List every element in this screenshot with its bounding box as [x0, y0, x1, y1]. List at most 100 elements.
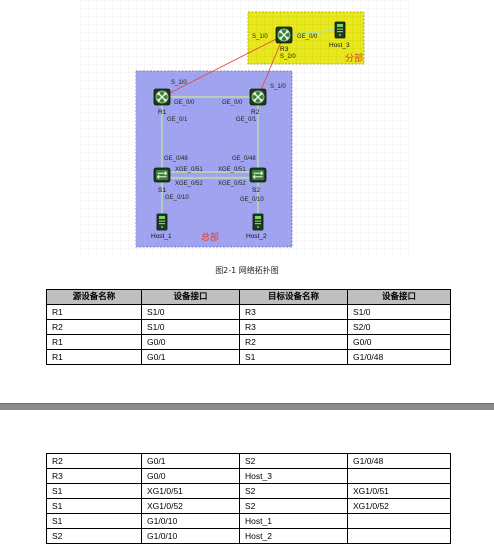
cell-target-device: Host_2: [239, 528, 348, 544]
cell-target-device: S2: [239, 453, 348, 469]
host-icon: [334, 21, 346, 39]
device-label: Host_1: [151, 233, 172, 240]
cell-source-device: R3: [46, 468, 142, 484]
table-row: R2 S1/0 R3 S2/0: [46, 319, 451, 335]
cell-target-interface: S2/0: [347, 319, 451, 335]
cell-source-interface: XG1/0/52: [141, 498, 240, 514]
table-row: R1 G0/1 S1 G1/0/48: [46, 349, 451, 365]
port-label: XGE_0/52: [218, 181, 246, 187]
cell-target-interface: XG1/0/52: [347, 498, 451, 514]
cell-source-interface: G0/1: [141, 453, 240, 469]
port-label: GE_0/0: [174, 100, 195, 106]
cell-target-device: S1: [239, 349, 348, 365]
cell-source-device: R1: [46, 349, 142, 365]
cell-source-interface: G1/0/10: [141, 528, 240, 544]
device-label: R2: [251, 109, 260, 116]
device-r3[interactable]: R3: [275, 26, 293, 53]
region-branch-label: 分部: [345, 52, 363, 64]
table-row: S2 G1/0/10 Host_2: [46, 528, 451, 544]
header-target-interface: 设备接口: [347, 289, 451, 305]
cell-source-device: S1: [46, 513, 142, 529]
table-row: R1 G0/0 R2 G0/0: [46, 334, 451, 350]
host-icon: [252, 213, 264, 231]
cell-target-device: Host_1: [239, 513, 348, 529]
region-hq-label: 总部: [201, 231, 219, 243]
port-label: GE_0/10: [240, 197, 264, 203]
cell-target-interface: G0/0: [347, 334, 451, 350]
cell-target-device: R3: [239, 319, 348, 335]
port-label: S_2/0: [280, 54, 296, 60]
header-target-device: 目标设备名称: [239, 289, 348, 305]
table-row: R1 S1/0 R3 S1/0: [46, 304, 451, 320]
table-header-row: 源设备名称 设备接口 目标设备名称 设备接口: [46, 289, 451, 305]
cell-source-interface: G1/0/10: [141, 513, 240, 529]
port-label: GE_0/48: [232, 156, 256, 162]
cell-source-interface: G0/0: [141, 334, 240, 350]
cell-source-interface: S1/0: [141, 319, 240, 335]
cell-source-device: R2: [46, 453, 142, 469]
device-host1[interactable]: Host_1: [151, 213, 172, 240]
port-label: GE_0/1: [167, 117, 188, 123]
link-r3-host3: [283, 29, 341, 36]
figure-caption: 图2-1 网络拓扑图: [215, 266, 279, 275]
device-label: R1: [158, 109, 167, 116]
header-source-device: 源设备名称: [46, 289, 142, 305]
table-row: R2 G0/1 S2 G1/0/48: [46, 453, 451, 469]
cell-source-interface: S1/0: [141, 304, 240, 320]
port-label: S_1/0: [252, 34, 268, 40]
link-r2-r3-serial: [257, 34, 285, 98]
port-label: XGE_0/51: [175, 167, 203, 173]
cell-source-interface: G0/0: [141, 468, 240, 484]
cell-source-device: R1: [46, 334, 142, 350]
device-r2[interactable]: R2: [249, 88, 267, 116]
cell-target-interface: [347, 468, 451, 484]
device-label: Host_3: [329, 42, 350, 49]
table-row: R3 G0/0 Host_3: [46, 468, 451, 484]
device-s2[interactable]: S2: [249, 167, 267, 194]
port-label: XGE_0/51: [218, 167, 246, 173]
device-host2[interactable]: Host_2: [246, 213, 267, 240]
device-r1[interactable]: R1: [153, 88, 171, 116]
network-topology-diagram: 总部 分部 R3 Host_3: [80, 0, 410, 255]
cell-target-interface: [347, 513, 451, 529]
cell-target-interface: S1/0: [347, 304, 451, 320]
port-label: XGE_0/52: [175, 181, 203, 187]
cell-target-device: S2: [239, 483, 348, 499]
port-label: GE_0/48: [164, 156, 188, 162]
port-label: GE_0/1: [236, 117, 257, 123]
cell-target-device: R2: [239, 334, 348, 350]
port-label: GE_0/10: [165, 195, 189, 201]
device-s1[interactable]: S1: [153, 167, 171, 194]
region-branch: 分部: [247, 11, 365, 65]
header-source-interface: 设备接口: [141, 289, 240, 305]
cell-source-device: S1: [46, 483, 142, 499]
table-row: S1 XG1/0/52 S2 XG1/0/52: [46, 498, 451, 514]
cell-source-interface: XG1/0/51: [141, 483, 240, 499]
table-row: S1 G1/0/10 Host_1: [46, 513, 451, 529]
port-label: GE_0/0: [297, 34, 318, 40]
router-icon: [249, 88, 267, 106]
port-label: S_1/0: [270, 84, 286, 90]
cell-target-interface: [347, 528, 451, 544]
cell-source-interface: G0/1: [141, 349, 240, 365]
router-icon: [153, 88, 171, 106]
cell-target-device: R3: [239, 304, 348, 320]
cell-source-device: S1: [46, 498, 142, 514]
device-label: R3: [280, 46, 289, 53]
port-label: GE_0/0: [222, 100, 243, 106]
link-table-page-2: R2 G0/1 S2 G1/0/48 R3 G0/0 Host_3 S1 XG1…: [46, 453, 451, 544]
cell-source-device: R1: [46, 304, 142, 320]
device-host3[interactable]: Host_3: [329, 21, 350, 49]
port-label: S_1/0: [171, 80, 187, 86]
switch-icon: [153, 167, 171, 183]
link-table-page-1: 源设备名称 设备接口 目标设备名称 设备接口 R1 S1/0 R3 S1/0 R…: [46, 289, 451, 365]
switch-icon: [249, 167, 267, 183]
cell-target-device: Host_3: [239, 468, 348, 484]
router-icon: [275, 26, 293, 44]
cell-source-device: R2: [46, 319, 142, 335]
page-separator: [0, 403, 494, 410]
device-label: S2: [252, 187, 260, 194]
cell-target-interface: G1/0/48: [347, 453, 451, 469]
cell-source-device: S2: [46, 528, 142, 544]
